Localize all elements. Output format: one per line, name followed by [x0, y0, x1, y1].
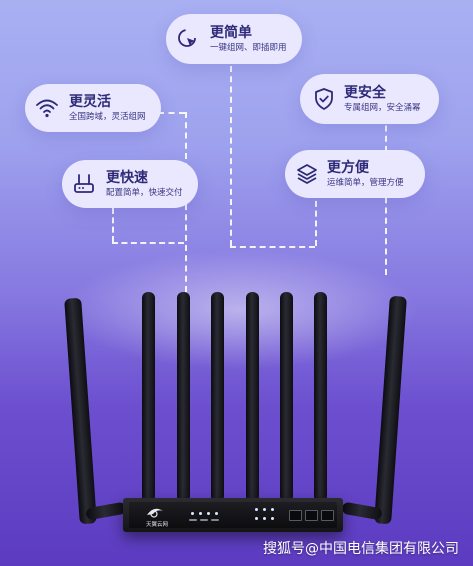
background-glow — [60, 250, 420, 370]
feature-subtitle: 专属组网，安全涌幂 — [344, 103, 421, 113]
status-led — [271, 517, 274, 520]
feature-title: 更简单 — [210, 25, 252, 41]
connector-line — [137, 112, 185, 114]
router-antenna — [246, 292, 259, 502]
cursor-click-icon — [178, 29, 196, 47]
shield-check-icon — [315, 88, 333, 110]
status-led — [215, 512, 218, 515]
router-antenna — [64, 297, 97, 525]
status-led — [263, 517, 266, 520]
feature-title: 更快速 — [106, 170, 148, 186]
feature-card-fast: 更快速 配置简单，快速交付 — [62, 160, 198, 208]
ethernet-port — [305, 510, 318, 521]
connector-line — [230, 66, 232, 246]
ethernet-port — [321, 510, 334, 521]
status-led — [263, 508, 266, 511]
feature-subtitle: 全国跨域，灵活组网 — [69, 112, 146, 122]
status-led — [207, 512, 210, 515]
led-label — [189, 519, 197, 521]
status-led — [255, 508, 258, 511]
router-antenna — [211, 292, 224, 502]
connector-line — [112, 242, 184, 244]
router-front-panel: 天翼云网 — [129, 502, 337, 528]
feature-card-agile: 更灵活 全国跨域，灵活组网 — [25, 84, 161, 132]
feature-card-secure: 更安全 专属组网，安全涌幂 — [300, 74, 439, 124]
led-label — [211, 519, 219, 521]
brand-label: 天翼云网 — [145, 522, 168, 528]
brand-logo-icon — [147, 508, 163, 518]
watermark: 搜狐号@中国电信集团有限公司 — [263, 541, 459, 557]
layers-icon — [297, 164, 317, 184]
feature-subtitle: 配置简单，快速交付 — [106, 188, 183, 198]
router-antenna — [314, 292, 327, 502]
connector-line — [315, 152, 317, 246]
ethernet-port — [289, 510, 302, 521]
feature-card-simple: 更简单 一键组网、即插即用 — [166, 14, 302, 64]
router-antenna — [142, 292, 155, 502]
status-led — [271, 508, 274, 511]
led-label — [200, 519, 208, 521]
status-led — [191, 512, 194, 515]
connector-line — [112, 208, 114, 242]
feature-card-convenient: 更方便 运维简单，管理方便 — [285, 150, 425, 198]
router-antenna — [177, 292, 190, 502]
status-led — [199, 512, 202, 515]
router-antenna — [280, 292, 293, 502]
router-icon — [74, 174, 94, 193]
connector-line — [230, 246, 315, 248]
feature-title: 更方便 — [327, 160, 369, 176]
status-led — [255, 517, 258, 520]
feature-title: 更灵活 — [69, 94, 111, 110]
feature-subtitle: 运维简单，管理方便 — [327, 178, 404, 188]
brand-logo: 天翼云网 — [137, 506, 171, 530]
feature-title: 更安全 — [344, 85, 386, 101]
router-antenna — [374, 295, 407, 525]
router-device: 天翼云网 — [123, 498, 343, 532]
wifi-icon — [36, 99, 58, 118]
feature-subtitle: 一键组网、即插即用 — [210, 43, 287, 53]
